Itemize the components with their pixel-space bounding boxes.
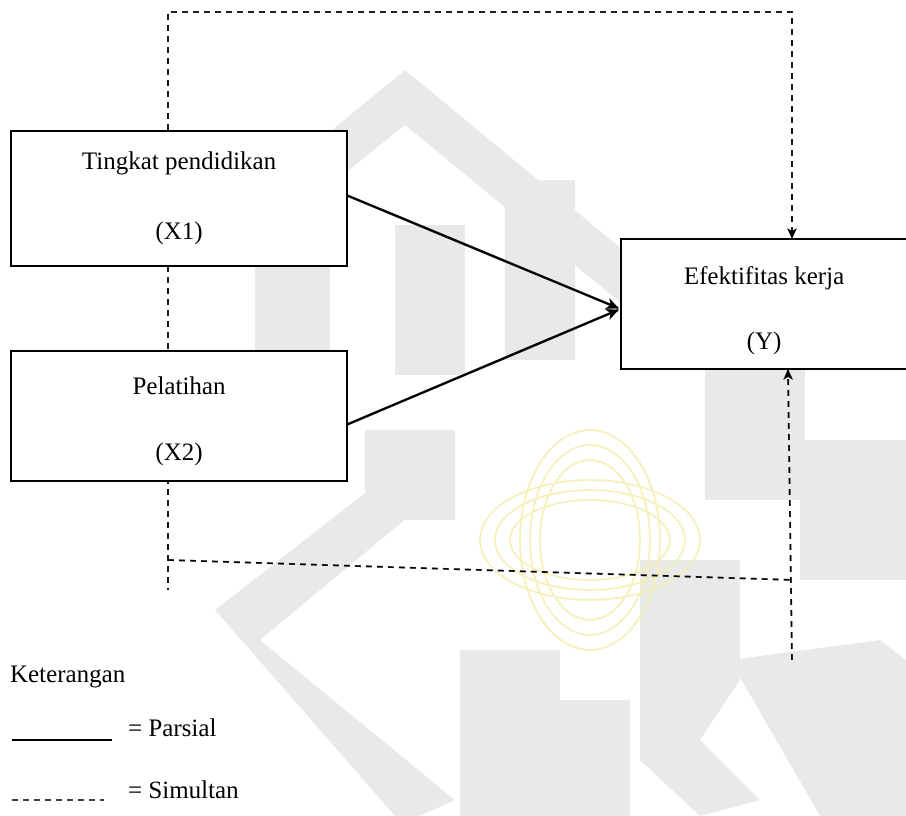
box-x2-variable: (X2)	[155, 439, 203, 466]
box-efektifitas-kerja: Efektifitas kerja (Y)	[620, 238, 906, 370]
box-x2-title: Pelatihan	[132, 373, 226, 400]
watermark-block	[395, 225, 465, 375]
watermark-block	[800, 440, 906, 580]
watermark-flower-icon	[479, 429, 701, 651]
box-x1-title: Tingkat pendidikan	[81, 148, 277, 175]
watermark-diamond-shape	[215, 450, 455, 816]
legend-solid-label: = Parsial	[128, 715, 217, 742]
watermark-block	[505, 180, 575, 360]
box-tingkat-pendidikan: Tingkat pendidikan (X1)	[10, 130, 348, 267]
simultaneous-line-top	[167, 11, 797, 239]
legend-heading: Keterangan	[10, 661, 126, 688]
box-y-variable: (Y)	[746, 328, 782, 355]
simultaneous-arrow-to-y	[783, 369, 794, 661]
box-x1-variable: (X1)	[155, 218, 203, 245]
watermark-arc-shape	[640, 560, 760, 816]
box-y-title: Efektifitas kerja	[683, 263, 845, 290]
legend-dashed-label: = Simultan	[128, 777, 239, 804]
box-pelatihan: Pelatihan (X2)	[10, 350, 348, 482]
partial-arrow-x1-to-y	[345, 193, 619, 310]
partial-arrow-x2-to-y	[345, 308, 619, 427]
simultaneous-line-bottom	[167, 559, 795, 581]
watermark-block	[560, 700, 630, 816]
watermark-corner-shape	[730, 640, 906, 816]
watermark-block	[460, 650, 560, 816]
